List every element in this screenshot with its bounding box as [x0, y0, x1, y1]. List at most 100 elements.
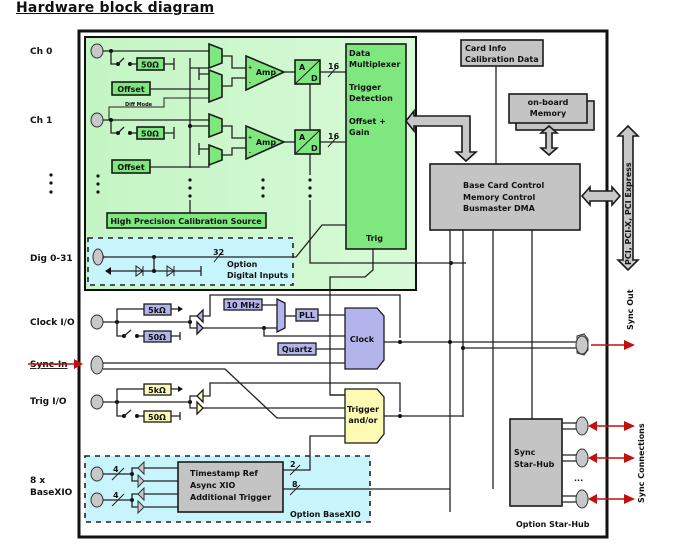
basexio-connector-2: [90, 492, 104, 508]
mux-trig-label: Trig: [366, 234, 383, 243]
ch1-adc-a: A: [299, 133, 306, 142]
ch0-input-mux: [208, 42, 223, 70]
memory-line2: Memory: [530, 109, 567, 118]
timestamp-line3: Additional Trigger: [190, 493, 271, 502]
ch0-adc-a: A: [299, 63, 306, 72]
sync-connector-2: [575, 448, 589, 468]
ch1-50ohm-label: 50Ω: [141, 130, 159, 139]
base-control-line1: Base Card Control: [463, 181, 545, 190]
dig-option-line1: Option: [227, 260, 258, 269]
starhub-dots: ...: [574, 474, 583, 483]
basexio-bits-2: 4: [113, 491, 119, 500]
trigger-line1: Trigger: [347, 405, 379, 414]
basexio-bits-8: 8: [292, 480, 298, 489]
ch0-offset-label: Offset: [117, 85, 144, 94]
basexio-option-label: Option BaseXIO: [290, 510, 361, 519]
channel-1: 50Ω Offset + - Amp A D 16: [90, 112, 348, 174]
ch0-50ohm-label: 50Ω: [141, 61, 159, 70]
trig-io-label: Trig I/O: [30, 397, 67, 407]
ch0-label: Ch 0: [30, 47, 52, 57]
card-info-block: [460, 39, 544, 67]
basexio-bits-2-trigger: 2: [290, 460, 296, 469]
sync-star-hub: [509, 418, 563, 507]
sync-connections-label: Sync Connections: [637, 423, 646, 503]
pci-connect-arrow: [580, 184, 622, 208]
ch0-amp-label: Amp: [256, 68, 277, 77]
base-control-line2: Memory Control: [463, 193, 535, 202]
basexio-connector-1: [90, 466, 104, 482]
ch0-amp-minus: -: [249, 80, 251, 86]
pci-bus-label: PCI, PCI-X, PCI Express: [624, 162, 633, 265]
pci-bus-arrow: [616, 124, 640, 272]
basexio-label-line1: 8 x: [30, 476, 45, 486]
ten-mhz-label: 10 MHz: [226, 301, 260, 310]
starhub-line1: Sync: [514, 448, 536, 457]
channel-ellipsis: [96, 174, 312, 198]
mux-line4: Detection: [349, 94, 393, 103]
channel-0: 50Ω Offset + - Amp A D 16: [90, 42, 348, 104]
mux-line3: Trigger: [349, 83, 381, 92]
ch1-connector: [90, 112, 104, 128]
dig-bits: 32: [213, 248, 224, 257]
trig-5k-label: 5kΩ: [148, 386, 166, 395]
starhub-line2: Star-Hub: [514, 460, 555, 469]
clock-block: [344, 307, 385, 370]
ch1-amp-plus: +: [248, 135, 252, 141]
onboard-memory: [508, 93, 588, 124]
card-info-line1: Card Info: [465, 44, 507, 53]
clock-io-label: Clock I/O: [30, 318, 75, 328]
memory-line1: on-board: [528, 98, 569, 107]
quartz-label: Quartz: [282, 345, 313, 354]
mux-line1: Data: [349, 49, 370, 58]
channel-ellipsis-left: [49, 173, 53, 177]
clock-connector: [90, 314, 104, 330]
card-info-line2: Calibration Data: [465, 55, 539, 64]
ch1-amp-minus: -: [249, 150, 251, 156]
timestamp-line2: Async XIO: [190, 481, 236, 490]
trig-50ohm-label: 50Ω: [148, 413, 166, 422]
ch0-amp-plus: +: [248, 65, 252, 71]
trigger-line2: and/or: [348, 416, 377, 425]
sync-out-connector: [575, 335, 589, 355]
sync-connector-1: [575, 416, 589, 436]
digital-inputs-option: [87, 237, 294, 286]
timestamp-line1: Timestamp Ref: [190, 469, 258, 478]
ch1-adc-d: D: [311, 144, 318, 153]
clock-mux: [276, 297, 286, 334]
ch1-amp: [245, 124, 287, 161]
ch0-amp: [245, 54, 286, 92]
sync-out-label: Sync Out: [626, 289, 635, 330]
ch1-offset-mux: [208, 143, 223, 167]
mux-line5: Offset +: [349, 117, 386, 126]
ch0-bits: 16: [328, 62, 340, 71]
data-bus-arrow: [404, 108, 479, 163]
pll-label: PLL: [299, 311, 315, 320]
ch0-offset-mux: [208, 68, 223, 104]
clock-50ohm-label: 50Ω: [148, 333, 166, 342]
base-control-line3: Busmaster DMA: [463, 204, 536, 213]
ch0-adc-d: D: [311, 74, 318, 83]
mux-line2: Multiplexer: [349, 60, 400, 69]
ch1-input-mux: [208, 112, 223, 139]
ch1-bits: 16: [328, 132, 340, 141]
basexio-label-line2: BaseXIO: [30, 488, 73, 498]
calibration-source-label: High Precision Calibration Source: [110, 217, 262, 226]
calibration-source: [106, 212, 267, 229]
basexio-bits-1: 4: [113, 465, 119, 474]
clock-5k-label: 5kΩ: [148, 306, 166, 315]
base-card-control: [429, 163, 581, 231]
sync-in-label: Sync-In: [30, 360, 68, 370]
ch1-offset-label: Offset: [117, 163, 144, 172]
trig-connector: [90, 394, 104, 410]
data-multiplexer: [345, 43, 407, 250]
memory-bus-arrow: [538, 124, 560, 157]
ch1-amp-label: Amp: [256, 138, 277, 147]
ch0-connector: [90, 43, 104, 59]
timestamp-block: [177, 461, 284, 513]
mux-line6: Gain: [349, 128, 370, 137]
dig-label: Dig 0-31: [30, 254, 73, 264]
sync-in-connector: [90, 355, 104, 375]
trigger-block: [344, 388, 385, 444]
dig-option-line2: Digital Inputs: [227, 271, 289, 280]
